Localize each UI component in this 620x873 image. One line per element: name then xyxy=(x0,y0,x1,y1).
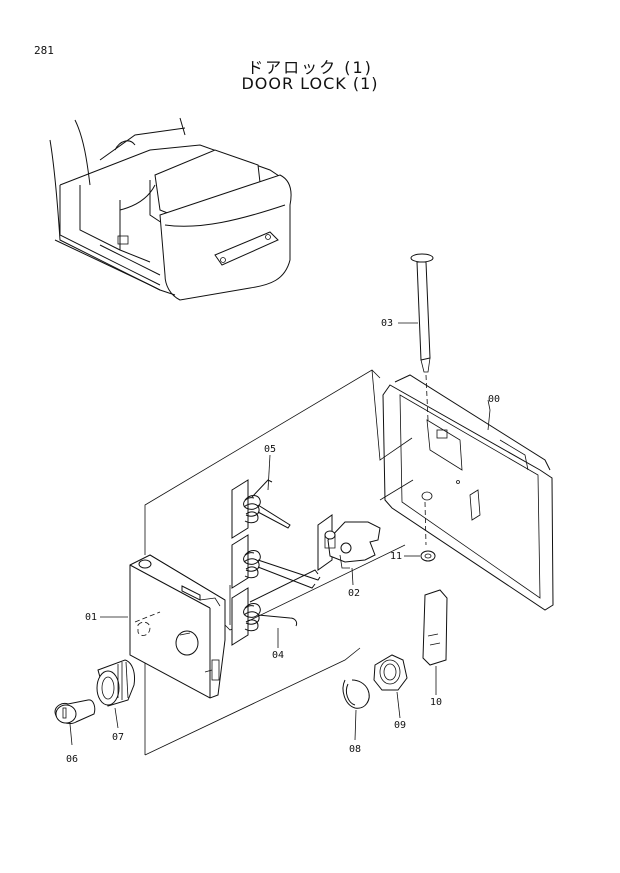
lock-case-part-01 xyxy=(129,554,226,699)
label-01: 01 xyxy=(85,612,97,623)
label-06: 06 xyxy=(66,754,78,765)
label-04: 04 xyxy=(272,650,284,661)
washer-part-11 xyxy=(420,550,436,562)
title-japanese: ドアロック (1) xyxy=(247,58,373,77)
latch-lever-part-02 xyxy=(324,521,381,569)
spring-part-05 xyxy=(243,479,291,529)
label-00: 00 xyxy=(488,394,500,405)
rod-part-03 xyxy=(410,253,434,421)
cover-plate-part-00 xyxy=(382,374,554,611)
label-05: 05 xyxy=(264,444,276,455)
leader-lines xyxy=(69,322,491,746)
alignment-lines xyxy=(144,369,427,756)
key-cylinder-part-06 xyxy=(54,699,96,725)
plate-part-10 xyxy=(422,589,448,666)
label-09: 09 xyxy=(394,720,406,731)
label-08: 08 xyxy=(349,744,361,755)
label-10: 10 xyxy=(430,697,442,708)
title-english: DOOR LOCK (1) xyxy=(241,74,379,93)
nut-part-09 xyxy=(373,654,408,691)
spring-guide-plates xyxy=(231,479,333,646)
machine-overview-illustration xyxy=(49,117,292,301)
spring-part-05b xyxy=(243,550,321,589)
part-labels: 03 00 05 02 04 01 07 06 08 09 10 11 xyxy=(66,318,500,765)
label-03: 03 xyxy=(381,318,393,329)
label-11: 11 xyxy=(390,551,402,562)
page-number: 281 xyxy=(34,44,54,57)
label-02: 02 xyxy=(348,588,360,599)
spring-part-04 xyxy=(243,569,319,632)
bushing-part-07 xyxy=(96,659,135,707)
label-07: 07 xyxy=(112,732,124,743)
snap-ring-part-08 xyxy=(342,679,370,709)
